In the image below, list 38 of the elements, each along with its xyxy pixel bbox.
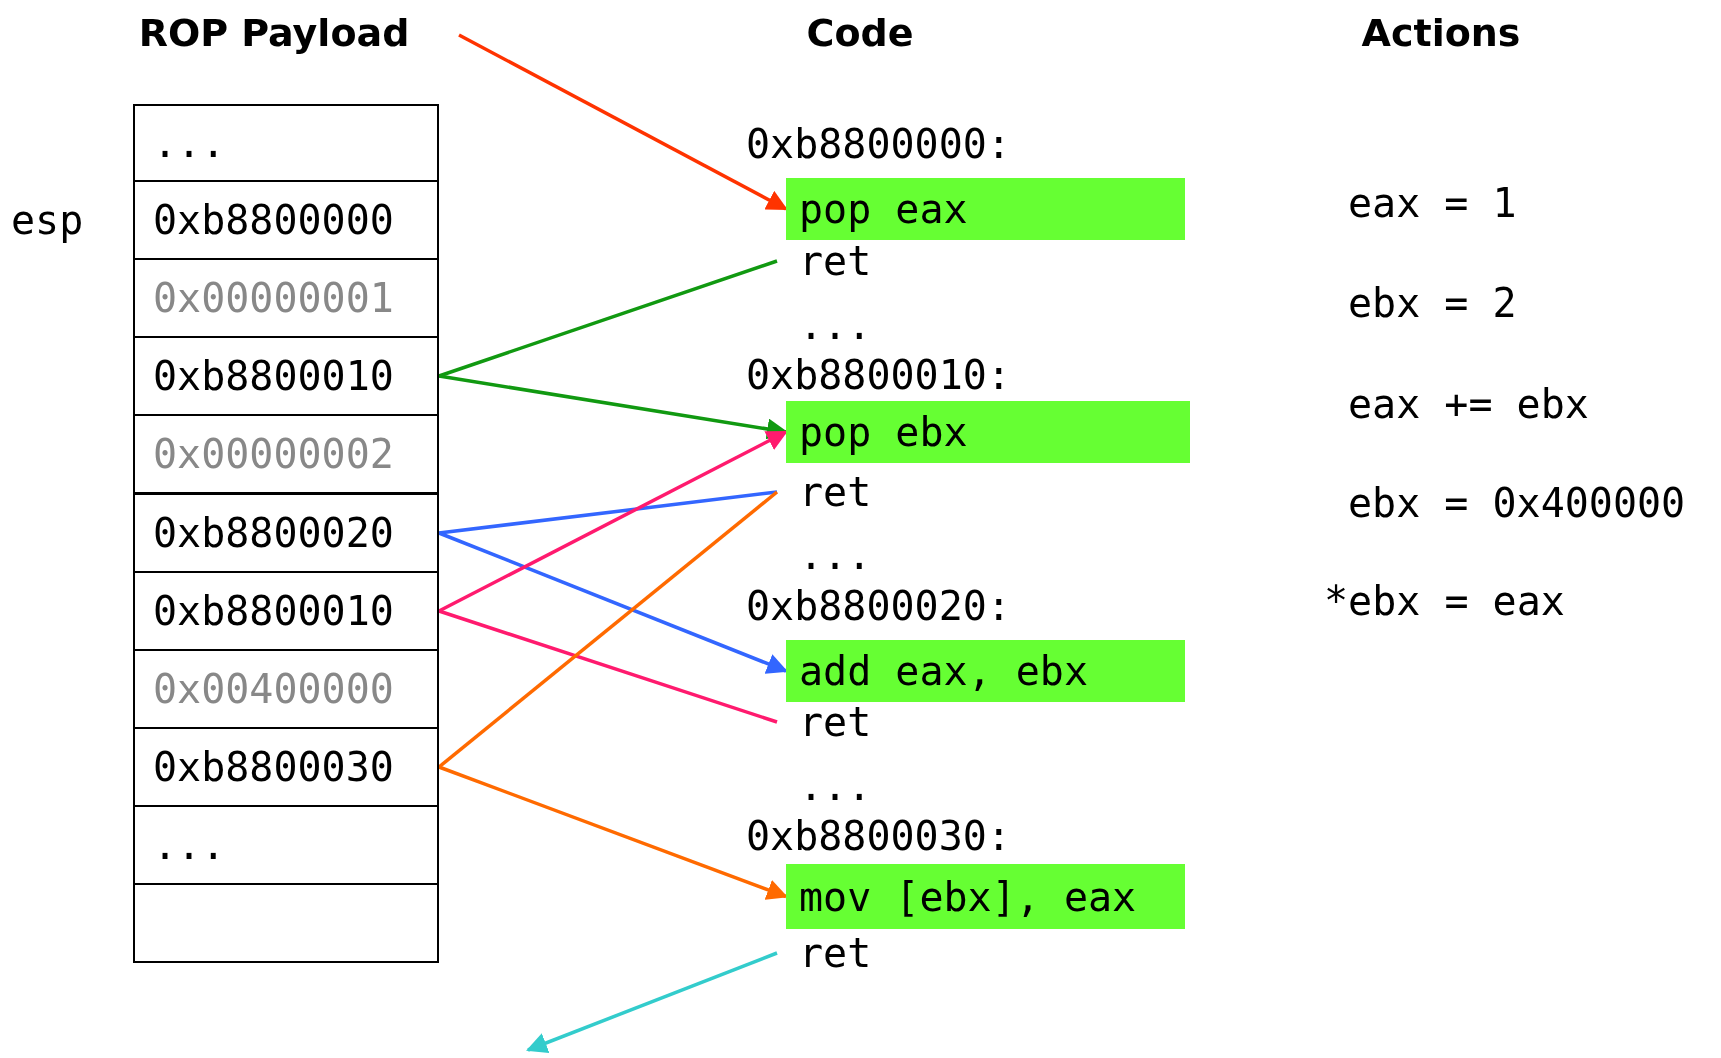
instruction-box: add eax, ebx — [786, 640, 1185, 702]
ellipsis: ... — [799, 763, 872, 809]
arrow — [438, 765, 788, 900]
stack-cell: ... — [133, 805, 439, 885]
stack-cell: 0xb8800010 — [133, 336, 439, 416]
action-text: ebx = 0x400000 — [1348, 480, 1686, 526]
arrow — [458, 33, 788, 211]
column-heading: Actions — [1361, 11, 1521, 55]
stack-cell: 0xb8800020 — [133, 493, 439, 573]
column-heading: Code — [806, 11, 914, 55]
instruction-box: pop eax — [786, 178, 1185, 240]
stack-cell: 0x00000001 — [133, 258, 439, 338]
ret-instruction: ret — [777, 928, 897, 978]
ellipsis: ... — [799, 532, 872, 578]
ellipsis: ... — [799, 302, 872, 348]
stack-cell: 0x00400000 — [133, 649, 439, 729]
stack-cell: 0xb8800010 — [133, 571, 439, 651]
action-text: eax += ebx — [1348, 381, 1589, 427]
instruction-box: pop ebx — [786, 401, 1190, 463]
ret-instruction: ret — [777, 467, 897, 517]
arrow — [438, 430, 788, 613]
instruction-box: mov [ebx], eax — [786, 864, 1185, 929]
arrow — [438, 531, 788, 674]
address-label: 0xb8800000: — [746, 121, 1011, 167]
stack-cell: 0x00000002 — [133, 414, 439, 494]
address-label: 0xb8800020: — [746, 583, 1011, 629]
arrow — [526, 951, 778, 1053]
register-label: esp — [11, 197, 84, 243]
stack-cell: 0xb8800000 — [133, 180, 439, 260]
stack-cell — [133, 883, 439, 963]
stack-cell: 0xb8800030 — [133, 727, 439, 807]
address-label: 0xb8800030: — [746, 813, 1011, 859]
address-label: 0xb8800010: — [746, 352, 1011, 398]
action-text: eax = 1 — [1348, 180, 1517, 226]
action-text: ebx = 2 — [1348, 280, 1517, 326]
column-heading: ROP Payload — [138, 11, 410, 55]
action-text: *ebx = eax — [1324, 578, 1565, 624]
stack-cell: ... — [133, 104, 439, 182]
